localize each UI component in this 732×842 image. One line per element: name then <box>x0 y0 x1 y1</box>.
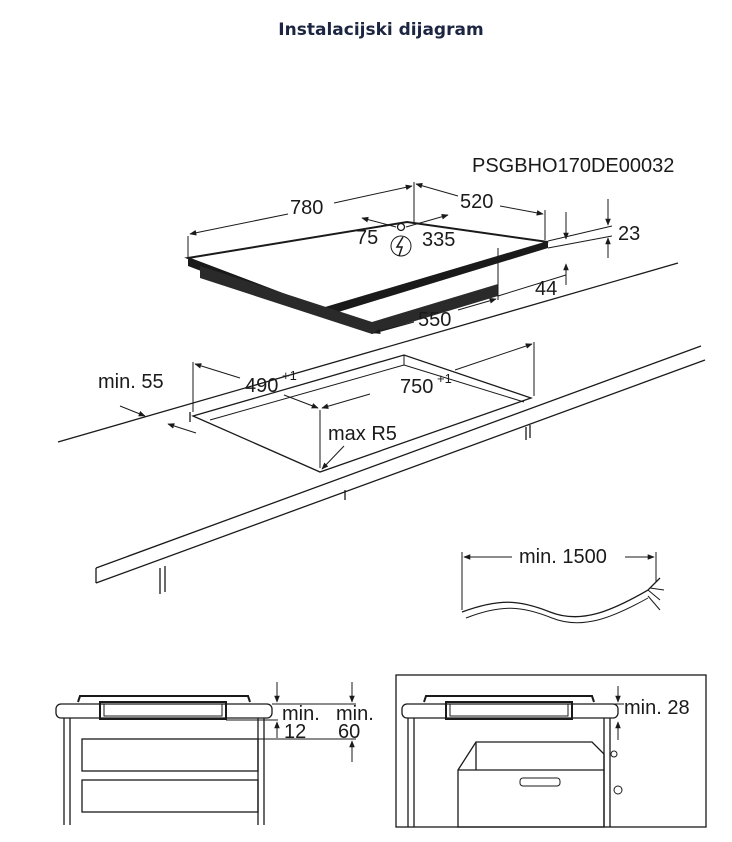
label-550: 550 <box>418 309 451 331</box>
dim-750: 750 +1 <box>321 342 535 409</box>
label-75: 75 <box>356 227 378 249</box>
dim-44: 44 <box>497 263 569 300</box>
page-title: Instalacijski dijagram <box>278 20 484 40</box>
label-490: 490 <box>245 375 278 397</box>
dim-min-55: min. 55 <box>98 371 197 434</box>
dim-min-1500: min. 1500 <box>461 546 665 624</box>
label-750: 750 <box>400 376 433 398</box>
label-44: 44 <box>535 278 557 300</box>
dim-23: 23 <box>547 199 640 258</box>
label-min-12-a: min. <box>282 703 320 725</box>
worktop <box>57 262 706 594</box>
label-780: 780 <box>290 197 323 219</box>
dim-max-r5: max R5 <box>321 423 397 470</box>
dim-780: 780 <box>187 182 415 258</box>
label-min-12-b: 12 <box>284 721 306 743</box>
label-23: 23 <box>618 223 640 245</box>
dim-520: 520 <box>415 183 546 240</box>
label-min-55: min. 55 <box>98 371 164 393</box>
label-335: 335 <box>422 229 455 251</box>
label-min-1500: min. 1500 <box>519 546 607 568</box>
dim-490: 490 +1 <box>192 362 321 468</box>
power-supply-icon <box>390 235 412 257</box>
model-code: PSGBHO170DE00032 <box>472 155 674 177</box>
label-min-60-b: 60 <box>338 721 360 743</box>
label-min-60-a: min. <box>336 703 374 725</box>
section-drawer: min. 12 min. 60 <box>55 682 374 825</box>
label-520: 520 <box>460 191 493 213</box>
label-490-tol: +1 <box>282 368 297 383</box>
label-max-r5: max R5 <box>328 423 397 445</box>
label-min-28: min. 28 <box>624 697 690 719</box>
hob-drawing <box>184 220 549 334</box>
label-750-tol: +1 <box>437 371 452 386</box>
dim-550: 550 <box>371 296 499 335</box>
power-cable <box>461 577 661 618</box>
dim-75-335: 75 335 <box>356 214 455 257</box>
section-oven: min. 28 <box>395 674 707 828</box>
